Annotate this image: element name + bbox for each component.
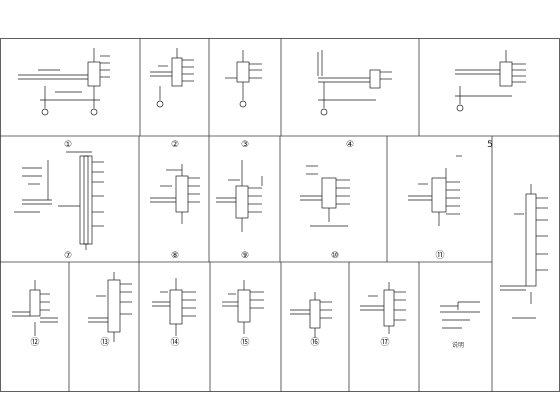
detail-15-drawing [222, 280, 264, 334]
detail-7-drawing [14, 151, 104, 250]
detail-tall-right-drawing [500, 184, 548, 319]
legend-note: 说明 [452, 341, 464, 349]
sheet-grid [0, 38, 560, 392]
detail-labels: ① ② ③ ④ 5 ⑦ ⑧ ⑨ ⑩ ⑪ ⑫ ⑬ ⑭ ⑮ ⑯ ⑰ [30, 140, 492, 348]
detail-number-11: ⑪ [435, 250, 444, 261]
detail-number-7: ⑦ [64, 251, 72, 261]
detail-12-drawing [12, 280, 58, 336]
detail-number-9: ⑨ [241, 251, 249, 261]
detail-number-14: ⑭ [170, 337, 179, 348]
detail-1-drawing [18, 48, 110, 116]
detail-14-drawing [152, 278, 196, 336]
detail-number-5: 5 [487, 140, 493, 150]
detail-10-drawing [300, 165, 350, 227]
detail-11-drawing [408, 155, 462, 226]
detail-17-drawing [360, 282, 406, 334]
detail-number-10: ⑩ [331, 251, 339, 261]
detail-number-3: ③ [241, 140, 249, 150]
detail-number-2: ② [171, 140, 179, 150]
detail-4-drawing [317, 50, 392, 116]
detail-8-drawing [150, 164, 200, 224]
detail-9-drawing [216, 160, 263, 232]
detail-number-8: ⑧ [171, 251, 179, 261]
detail-number-4: ④ [346, 140, 354, 150]
detail-number-12: ⑫ [30, 337, 39, 348]
detail-number-1: ① [64, 140, 72, 150]
detail-16-drawing [290, 292, 332, 338]
detail-5-drawing [455, 50, 526, 112]
detail-number-16: ⑯ [310, 337, 319, 348]
detail-number-17: ⑰ [380, 337, 389, 348]
detail-13-drawing [88, 272, 132, 342]
detail-number-15: ⑮ [240, 337, 249, 348]
detail-2-drawing [150, 48, 194, 108]
detail-notes-drawing [440, 301, 480, 329]
detail-number-13: ⑬ [100, 337, 109, 348]
detail-3-drawing [225, 50, 262, 108]
